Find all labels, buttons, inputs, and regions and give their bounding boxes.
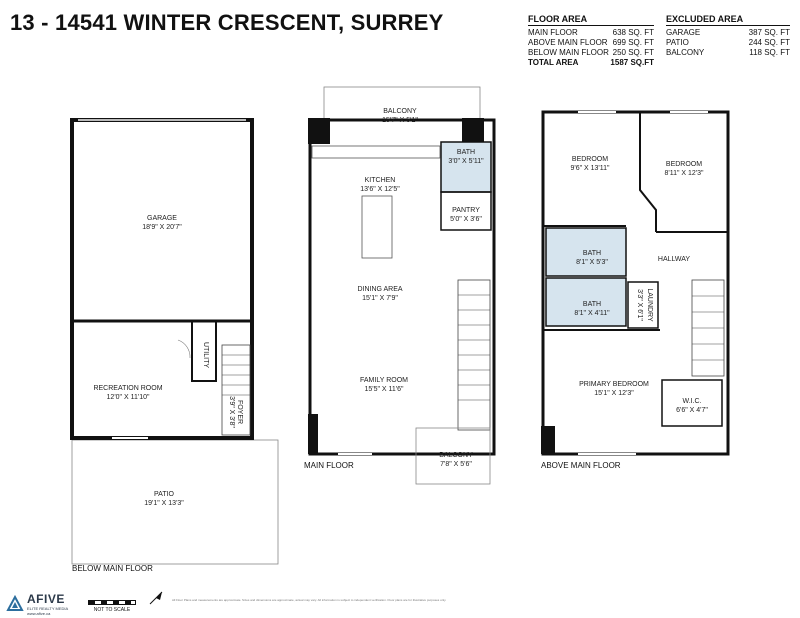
bath1-fill	[545, 227, 627, 277]
below-main-floor-plan: GARAGE 18'9" X 20'7" RECREATION ROOM 12'…	[70, 118, 279, 573]
wic-dims: 6'6" X 4'7"	[676, 407, 708, 414]
laundry-label: LAUNDRY	[646, 288, 653, 322]
wall-corner	[541, 426, 555, 454]
logo-tagline: ELITE REALTY MEDIA	[27, 606, 69, 611]
family-label: FAMILY ROOM	[360, 377, 408, 384]
utility-label: UTILITY	[202, 342, 209, 368]
bedroom1-label: BEDROOM	[572, 156, 608, 163]
main-bath-label: BATH	[457, 149, 475, 156]
bedroom-divider-wall	[639, 112, 657, 232]
logo-url: www.afive.ca	[27, 611, 51, 616]
bedroom2-dims: 8'11" X 12'3"	[664, 170, 704, 177]
logo-name: AFIVE	[27, 592, 65, 606]
foyer-label: FOYER	[236, 400, 243, 424]
wic-label: W.I.C.	[682, 398, 701, 405]
hallway-label: HALLWAY	[658, 256, 690, 263]
laundry-closet	[627, 281, 659, 329]
brand-logo: AFIVE ELITE REALTY MEDIA www.afive.ca	[6, 592, 68, 616]
kitchen-label: KITCHEN	[365, 177, 396, 184]
primary-bedroom-label: PRIMARY BEDROOM	[579, 381, 649, 388]
scale-bar-graphic	[88, 600, 136, 605]
bath2-fill	[545, 277, 627, 327]
dining-label: DINING AREA	[357, 286, 402, 293]
wall-corner	[462, 118, 484, 144]
kitchen-counter	[311, 145, 441, 159]
disclaimer-text: All Floor Plans and measurements are app…	[172, 598, 447, 602]
pantry-label: PANTRY	[452, 207, 480, 214]
balcony-bottom-dims: 7'8" X 5'6"	[440, 461, 472, 468]
recreation-dims: 12'0" X 11'10"	[107, 394, 150, 401]
afive-logo-icon	[6, 595, 24, 611]
stairs-below	[221, 344, 251, 436]
dining-dims: 15'1" X 7'9"	[362, 295, 398, 302]
bath1-label: BATH	[583, 250, 601, 257]
bedroom1-dims: 9'6" X 13'11"	[570, 165, 610, 172]
stairs-main	[457, 279, 491, 431]
floor-area-header: FLOOR AREA	[528, 14, 654, 26]
bath2-dims: 8'1" X 4'11"	[574, 310, 610, 317]
pantry-outline	[440, 191, 492, 231]
scale-text: NOT TO SCALE	[93, 607, 131, 613]
bedroom2-label: BEDROOM	[666, 161, 702, 168]
main-floor-plan: BALCONY 15'7" X 5'1" KITCHEN 13'6" X 12'…	[304, 86, 496, 485]
laundry-dims: 3'3" X 6'1"	[636, 289, 643, 321]
excluded-area-header: EXCLUDED AREA	[666, 14, 790, 26]
wall-corner	[308, 118, 330, 144]
kitchen-island	[361, 195, 393, 259]
wall-corner	[308, 414, 318, 454]
stairs-above	[691, 279, 725, 377]
main-floor-label: MAIN FLOOR	[304, 461, 354, 470]
main-bath-dims: 3'0" X 5'11"	[448, 158, 484, 165]
bath1-dims: 8'1" X 5'3"	[576, 259, 608, 266]
patio-dims: 19'1" X 13'3"	[144, 500, 184, 507]
balcony-bottom-outline	[415, 427, 491, 485]
primary-bedroom-dims: 15'1" X 12'3"	[594, 390, 634, 397]
balcony-top-outline	[323, 86, 481, 121]
scale-bar: NOT TO SCALE	[88, 600, 136, 613]
door-swing	[177, 339, 191, 359]
recreation-label: RECREATION ROOM	[93, 385, 162, 392]
garage-dims: 18'9" X 20'7"	[142, 224, 182, 231]
garage-label: GARAGE	[147, 215, 177, 222]
patio-label: PATIO	[154, 491, 175, 498]
below-main-floor-label: BELOW MAIN FLOOR	[72, 564, 153, 573]
foyer-dims: 3'9" X 3'8"	[228, 396, 235, 428]
kitchen-dims: 13'6" X 12'5"	[360, 186, 400, 193]
above-main-floor-label: ABOVE MAIN FLOOR	[541, 461, 621, 470]
pantry-dims: 5'0" X 3'6"	[450, 216, 482, 223]
above-main-floor-plan: BEDROOM 9'6" X 13'11" BEDROOM 8'11" X 12…	[541, 110, 730, 470]
balcony-top-dims: 15'7" X 5'1"	[382, 117, 418, 124]
wic-outline	[661, 379, 723, 427]
balcony-top-label: BALCONY	[383, 108, 417, 115]
family-dims: 15'5" X 11'6"	[364, 386, 404, 393]
page-title: 13 - 14541 WINTER CRESCENT, SURREY	[10, 10, 444, 35]
bath2-label: BATH	[583, 301, 601, 308]
balcony-bottom-label: BALCONY	[439, 452, 473, 459]
utility-closet	[191, 320, 217, 382]
north-arrow-icon	[149, 591, 163, 605]
